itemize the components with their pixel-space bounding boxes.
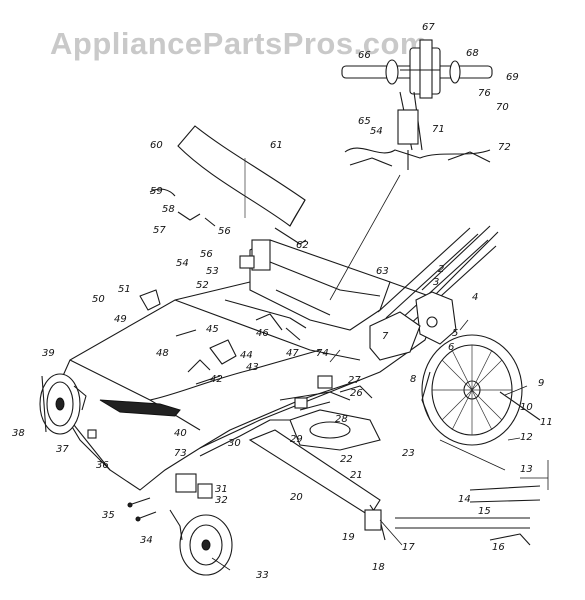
center-linkage-parts [279,375,373,411]
callout-15: 15 [478,506,491,517]
callout-56: 56 [218,226,231,237]
callout-39: 39 [42,348,55,359]
callout-58: 58 [162,204,175,215]
watermark-text: AppliancePartsPros.com [50,26,428,61]
callout-33: 33 [256,570,269,581]
callout-73: 73 [174,448,187,459]
callout-54: 54 [176,258,189,269]
callout-30: 30 [228,438,241,449]
callout-20: 20 [290,492,303,503]
callout-47: 47 [286,348,299,359]
callout-59: 59 [150,186,163,197]
callout-31: 31 [215,484,228,495]
callout-51: 51 [118,284,131,295]
leader-lines [211,319,528,571]
callout-71: 71 [432,124,445,135]
rear-plate-part [239,239,391,331]
callout-29: 29 [290,434,303,445]
callout-34: 34 [140,535,153,546]
callout-40: 40 [174,428,187,439]
callout-22: 22 [340,454,353,465]
callout-10: 10 [520,402,533,413]
callout-42: 42 [210,374,223,385]
callout-72: 72 [498,142,511,153]
callout-49: 49 [114,314,127,325]
callout-67: 67 [422,22,435,33]
callout-6: 6 [448,342,454,353]
callout-28: 28 [335,414,348,425]
bolts-part [127,497,157,522]
callout-9: 9 [538,378,544,389]
rear-wheel-left [39,373,97,439]
front-wheel-left [169,473,233,576]
callout-63: 63 [376,266,389,277]
callout-14: 14 [458,494,471,505]
rear-bar-part [99,399,181,417]
callout-35: 35 [102,510,115,521]
callout-18: 18 [372,562,385,573]
callout-66: 66 [358,50,371,61]
callout-46: 46 [256,328,269,339]
callout-7: 7 [382,331,389,342]
callout-17: 17 [402,542,415,553]
right-bracket-part [369,291,457,361]
callout-13: 13 [520,464,533,475]
left-linkage-parts [139,289,307,385]
callout-52: 52 [196,280,209,291]
callout-8: 8 [410,374,416,385]
bracket-clip-part [149,188,307,245]
callout-74: 74 [316,348,329,359]
callout-27: 27 [348,375,361,386]
callout-labels: 2 3 4 5 6 7 8 9 10 11 12 13 14 15 16 17 … [12,22,553,581]
callout-12: 12 [520,432,533,443]
callout-50: 50 [92,294,105,305]
callout-65: 65 [358,116,371,127]
callout-43: 43 [246,362,259,373]
callout-62: 62 [296,240,309,251]
callout-11: 11 [540,417,553,428]
callout-68: 68 [466,48,479,59]
callout-16: 16 [492,542,505,553]
handle-bars [329,174,499,327]
callout-3: 3 [433,277,439,288]
rear-wheel-right [421,334,541,446]
callout-56b: 56 [200,249,213,260]
callout-54b: 54 [370,126,383,137]
callout-69: 69 [506,72,519,83]
callout-26: 26 [350,388,363,399]
callout-53: 53 [206,266,219,277]
callout-48: 48 [156,348,169,359]
callout-70: 70 [496,102,509,113]
upper-axle-assembly [341,39,493,170]
callout-37: 37 [56,444,69,455]
callout-60: 60 [150,140,163,151]
front-axle-assembly [199,409,549,546]
callout-4: 4 [472,292,478,303]
callout-23: 23 [402,448,415,459]
callout-45: 45 [206,324,219,335]
callout-32: 32 [215,495,228,506]
callout-2: 2 [438,264,444,275]
callout-57: 57 [153,225,166,236]
callout-21: 21 [350,470,363,481]
callout-61: 61 [270,140,283,151]
callout-19: 19 [342,532,355,543]
callout-76: 76 [478,88,491,99]
callout-36: 36 [96,460,109,471]
callout-5: 5 [452,328,458,339]
callout-44: 44 [240,350,253,361]
callout-38: 38 [12,428,25,439]
top-cover-part [177,125,306,227]
